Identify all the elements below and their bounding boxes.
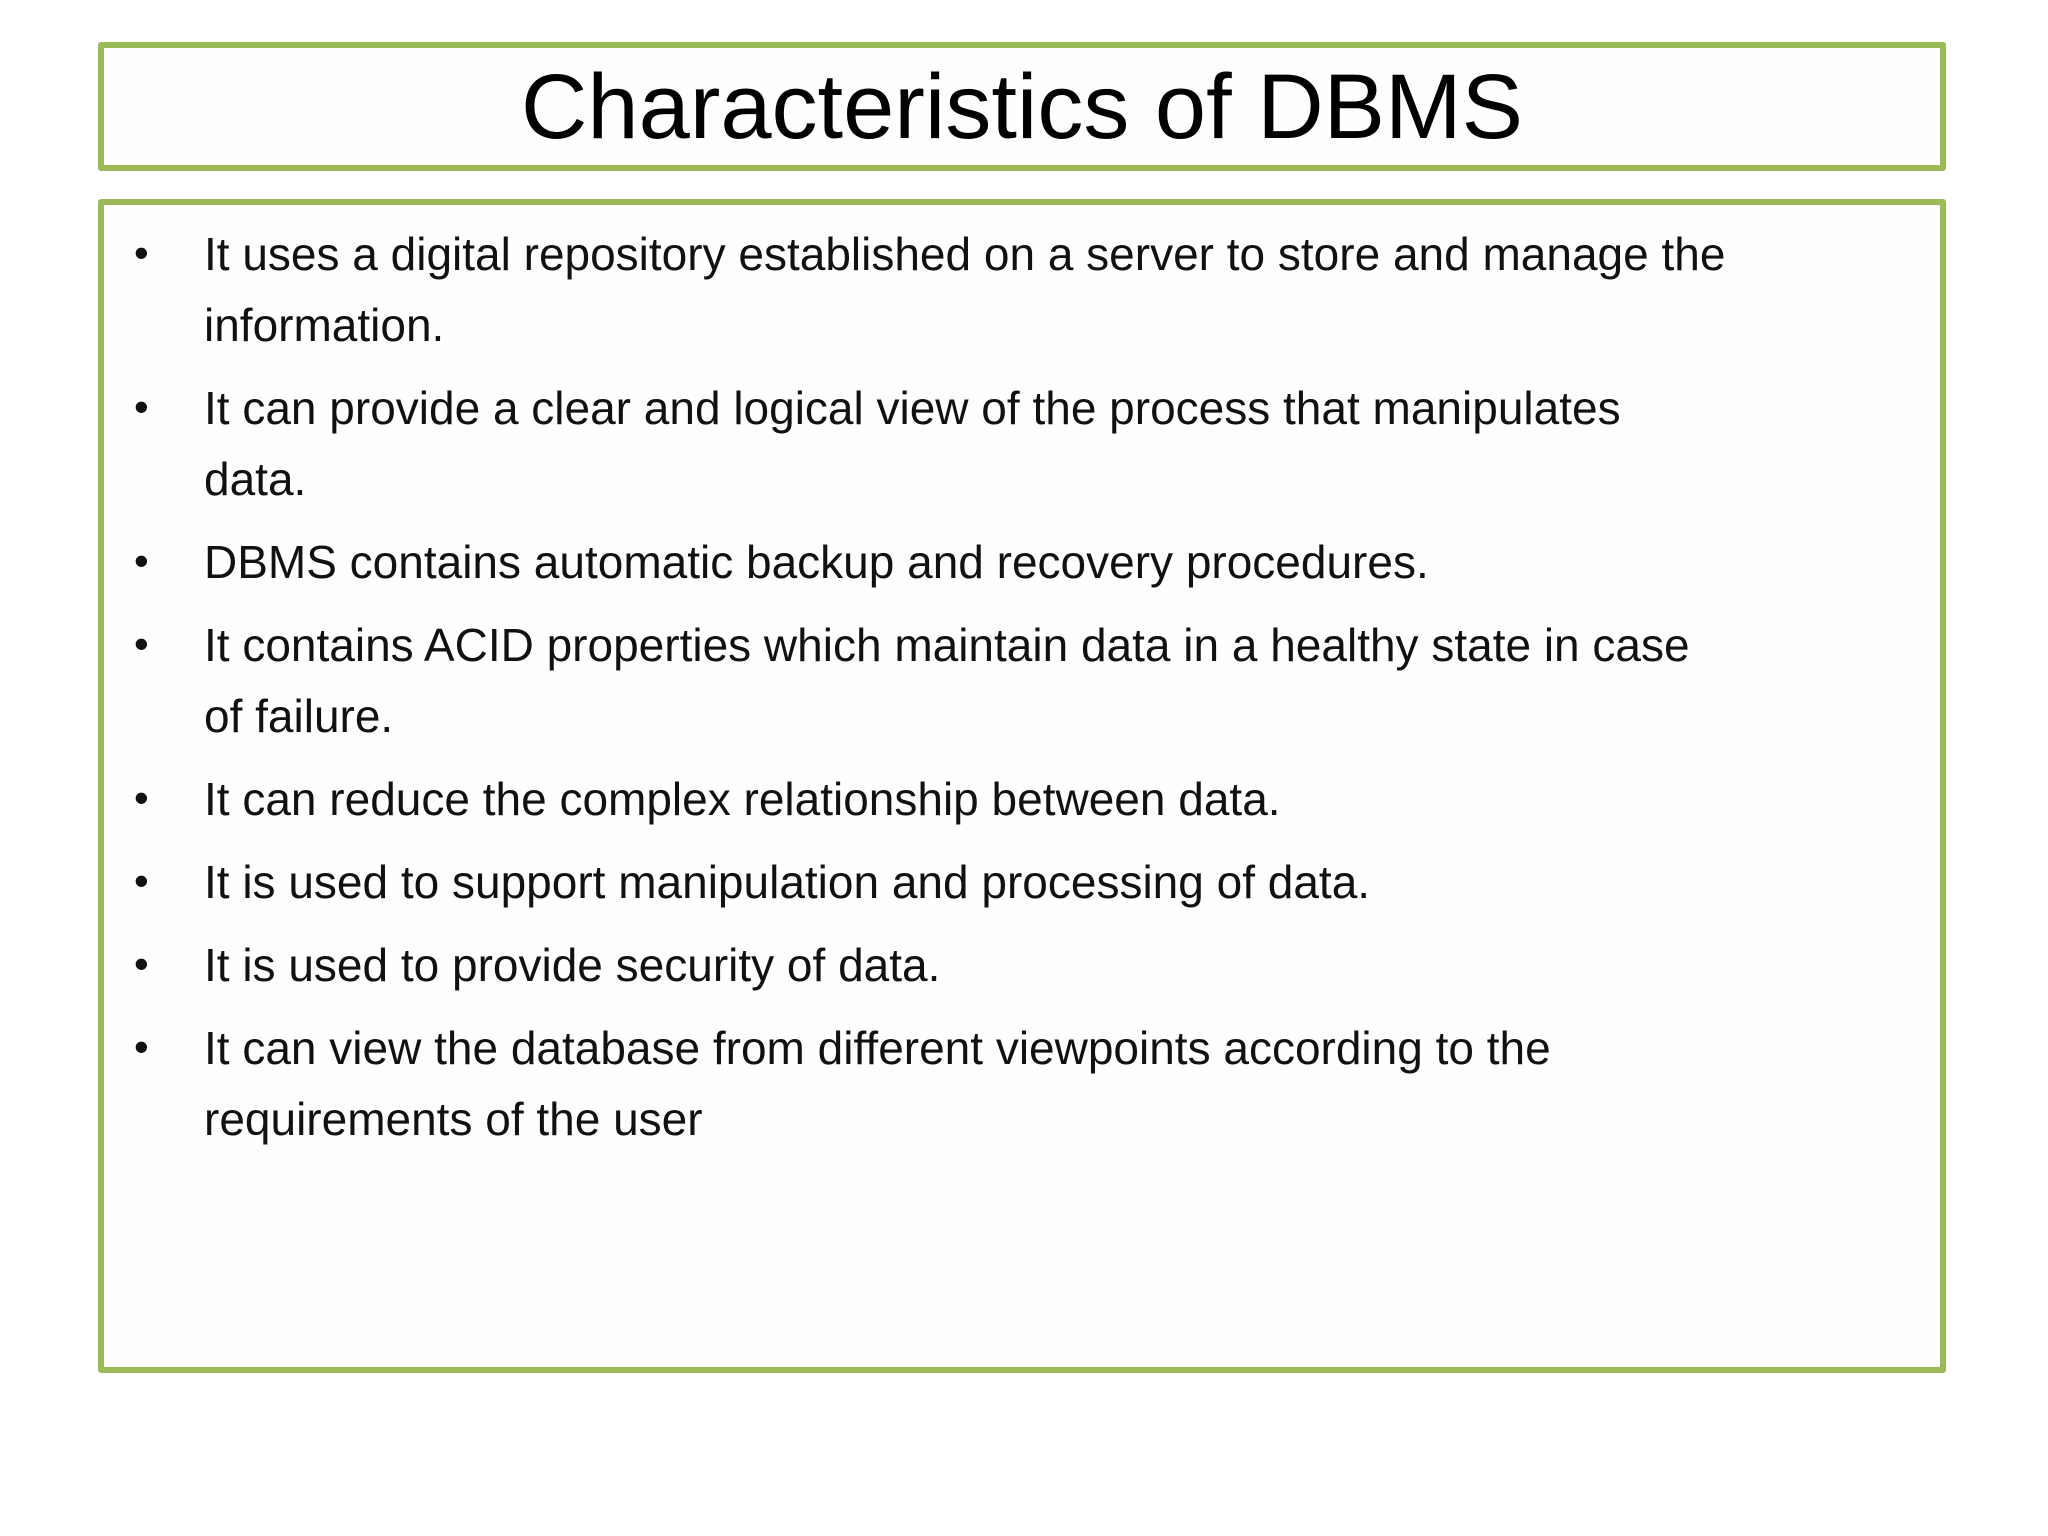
bullet-icon: • [134, 857, 149, 904]
bullet-icon: • [134, 774, 149, 821]
bullet-text: It is used to support manipulation and p… [204, 856, 1371, 908]
bullet-icon: • [134, 1023, 149, 1070]
bullet-item: • It uses a digital repository establish… [104, 219, 1900, 361]
bullet-list: • It uses a digital repository establish… [104, 219, 1900, 1155]
bullet-text: DBMS contains automatic backup and recov… [204, 536, 1429, 588]
bullet-item: • It can provide a clear and logical vie… [104, 373, 1900, 515]
slide-title: Characteristics of DBMS [520, 55, 1524, 158]
bullet-item: • DBMS contains automatic backup and rec… [104, 527, 1900, 598]
bullet-text: It can provide a clear and logical view … [204, 382, 1621, 505]
bullet-icon: • [134, 940, 149, 987]
bullet-item: • It contains ACID properties which main… [104, 610, 1900, 752]
bullet-item: • It is used to provide security of data… [104, 930, 1900, 1001]
bullet-item: • It can view the database from differen… [104, 1013, 1900, 1155]
bullet-icon: • [134, 537, 149, 584]
bullet-text: It contains ACID properties which mainta… [204, 619, 1690, 742]
bullet-icon: • [134, 383, 149, 430]
bullet-icon: • [134, 620, 149, 667]
bullet-text: It uses a digital repository established… [204, 228, 1726, 351]
content-box: • It uses a digital repository establish… [98, 199, 1946, 1373]
bullet-text: It can reduce the complex relationship b… [204, 773, 1281, 825]
bullet-item: • It is used to support manipulation and… [104, 847, 1900, 918]
bullet-icon: • [134, 229, 149, 276]
bullet-text: It is used to provide security of data. [204, 939, 941, 991]
bullet-item: • It can reduce the complex relationship… [104, 764, 1900, 835]
title-box: Characteristics of DBMS [98, 42, 1946, 171]
bullet-text: It can view the database from different … [204, 1022, 1551, 1145]
